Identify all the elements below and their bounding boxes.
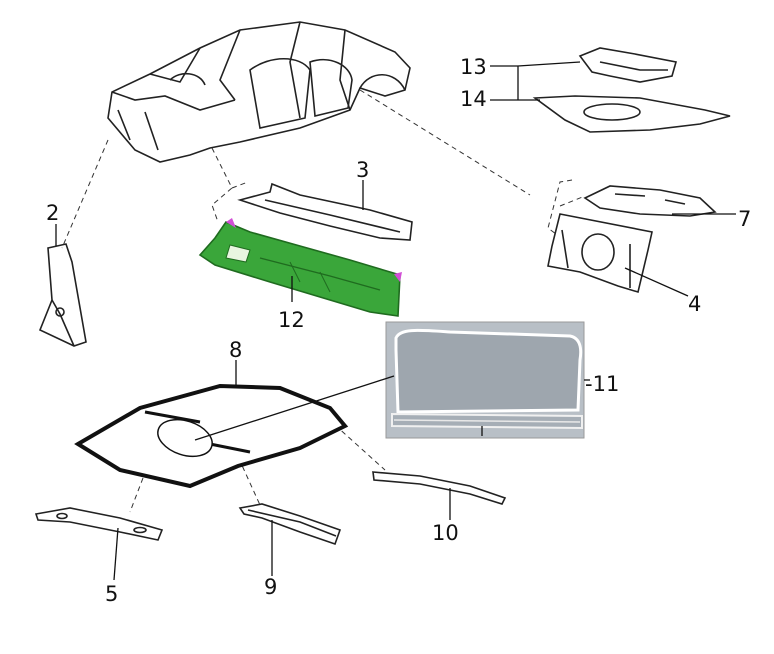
rear-floor-pan[interactable] xyxy=(532,95,731,133)
callout-8: 8 xyxy=(229,338,243,362)
callout-5: 5 xyxy=(105,582,119,606)
callout-2: 2 xyxy=(46,201,60,225)
relation-line-3 xyxy=(231,181,249,189)
relation-line-4-7-bracket xyxy=(547,179,586,235)
roof-panel[interactable] xyxy=(74,383,349,489)
a-pillar-panel[interactable] xyxy=(38,243,87,347)
relation-line-3-12 xyxy=(211,147,233,223)
roof-front-rail[interactable] xyxy=(238,503,342,546)
callout-7: 7 xyxy=(738,207,752,231)
callout-12: 12 xyxy=(278,308,305,332)
callout-3: 3 xyxy=(356,158,370,182)
car-body-in-white[interactable] xyxy=(107,21,411,163)
cowl-top-cover[interactable] xyxy=(237,182,413,241)
callout-9: 9 xyxy=(264,575,278,599)
sunroof-assembly[interactable] xyxy=(153,413,217,463)
relation-line-2 xyxy=(61,139,109,249)
rear-shelf-panel[interactable] xyxy=(583,185,717,217)
cowl-panel[interactable] xyxy=(198,218,402,317)
rear-floor-bracket[interactable] xyxy=(578,47,678,83)
callout-14: 14 xyxy=(460,87,487,111)
leader-13-14 xyxy=(490,61,581,101)
relation-line-4-7 xyxy=(359,89,531,196)
callout-10: 10 xyxy=(432,521,459,545)
callout-11: -11 xyxy=(585,372,620,396)
leader-4 xyxy=(624,267,689,297)
leader-11-sunroof xyxy=(194,375,395,441)
back-panel[interactable] xyxy=(547,213,653,294)
callout-4: 4 xyxy=(688,292,702,316)
leader-5 xyxy=(113,527,119,581)
relation-line-10 xyxy=(334,424,386,471)
roof-rear-rail[interactable] xyxy=(372,471,507,505)
callout-13: 13 xyxy=(460,55,487,79)
roof-bow[interactable] xyxy=(385,321,585,439)
relation-line-5 xyxy=(129,477,144,513)
rear-floor-bracket-lower[interactable] xyxy=(34,507,164,541)
